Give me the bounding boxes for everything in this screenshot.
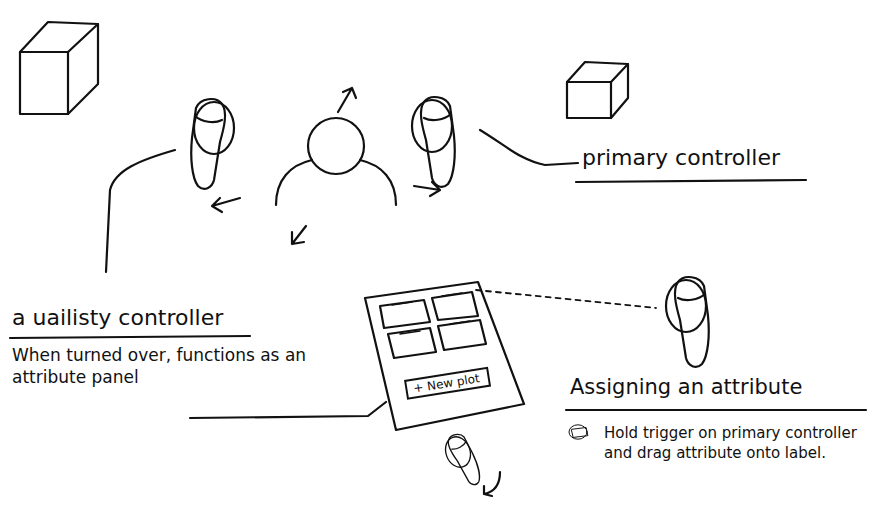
- cube-left: [20, 22, 98, 114]
- button-text: + New plot: [412, 371, 482, 396]
- section-heading: Assigning an attribute: [570, 374, 870, 401]
- button-box: + New plot: [404, 367, 491, 400]
- part-label: primary controller: [582, 144, 842, 173]
- note-text: When turned over, functions as an attrib…: [12, 344, 372, 388]
- attribute-panel-sheet: [365, 282, 524, 430]
- instruction-text: Hold trigger on primary controller and d…: [604, 424, 866, 463]
- part-label: a uailisty controller: [12, 304, 272, 333]
- cube-right: [567, 62, 628, 118]
